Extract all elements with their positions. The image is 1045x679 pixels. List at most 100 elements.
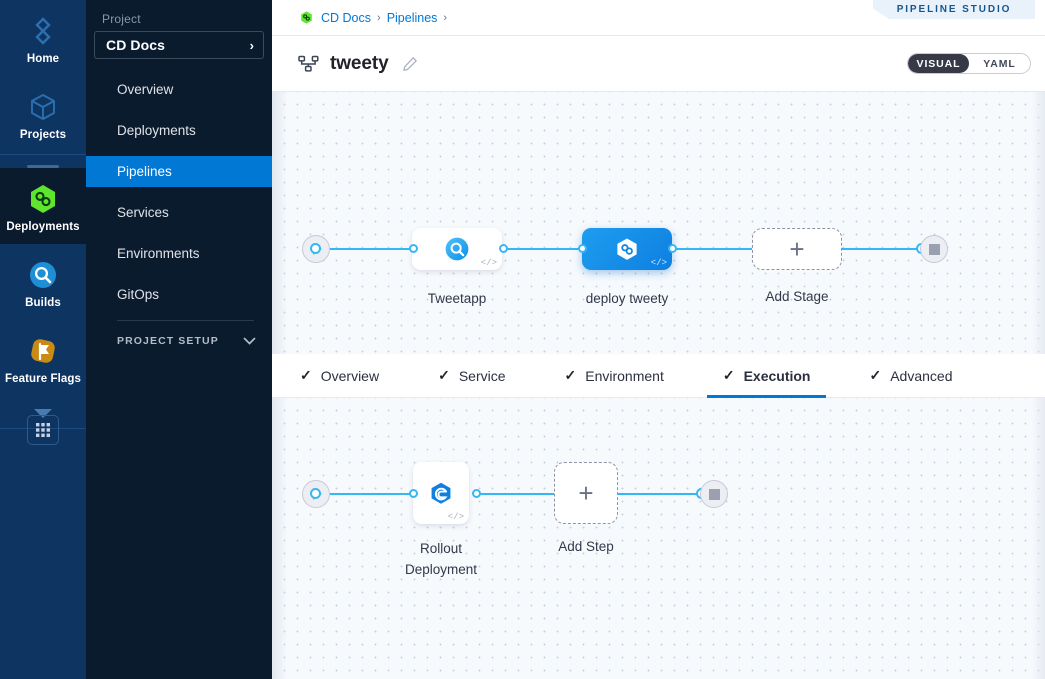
check-icon: ✓ (438, 367, 450, 383)
stage-caption-tweetapp: Tweetapp (427, 291, 487, 306)
tab-execution[interactable]: ✓ Execution (706, 354, 827, 398)
code-marker: </> (447, 512, 464, 522)
edge-addstep-to-end (618, 493, 704, 495)
grid-apps-button[interactable] (27, 415, 59, 445)
sidebar-item-label: Deployments (117, 123, 196, 138)
project-sidebar: Project CD Docs › Overview Deployments P… (86, 0, 272, 679)
code-marker: </> (650, 258, 667, 268)
tab-advanced[interactable]: ✓ Advanced (869, 354, 952, 398)
breadcrumb-separator: › (443, 11, 448, 24)
project-name: CD Docs (106, 37, 166, 53)
sidebar-item-label: Pipelines (117, 164, 172, 179)
sidebar-item-label: GitOps (117, 287, 160, 302)
project-selector[interactable]: CD Docs › (94, 31, 264, 59)
deployments-hex-icon (0, 182, 86, 216)
check-icon: ✓ (300, 367, 312, 383)
plus-icon: + (578, 478, 594, 508)
sidebar-project-setup[interactable]: PROJECT SETUP (86, 335, 272, 347)
check-icon: ✓ (564, 367, 577, 383)
sidebar-item-label: Services (117, 205, 169, 220)
stage-caption-deploy-tweety: deploy tweety (585, 291, 669, 306)
code-marker: </> (480, 258, 497, 268)
chevron-down-icon (34, 409, 52, 418)
add-step-button[interactable]: + (554, 462, 618, 524)
tab-service[interactable]: ✓ Service (438, 354, 505, 398)
flag-icon (0, 334, 86, 368)
nav-more-button[interactable] (30, 396, 56, 426)
stage-node-layer: </> Tweetapp </> deploy t (272, 92, 1045, 354)
nav-item-builds[interactable]: Builds (0, 244, 86, 320)
port-deploy-in (578, 244, 587, 253)
nav-item-deployments[interactable]: Deployments (0, 168, 86, 244)
nav-rail-divider (0, 154, 86, 168)
tab-label: Environment (585, 367, 664, 384)
sidebar-item-label: Environments (117, 246, 200, 261)
sidebar-item-environments[interactable]: Environments (86, 238, 272, 269)
nav-label: Builds (25, 297, 61, 309)
tab-label: Advanced (890, 367, 953, 384)
nav-item-home[interactable]: Home (0, 0, 86, 76)
view-mode-toggle[interactable]: VISUAL YAML (907, 53, 1031, 74)
tab-label: Execution (743, 367, 811, 384)
builds-circle-icon (0, 258, 86, 292)
stage-node-deploy-tweety[interactable]: </> (582, 228, 672, 270)
pipeline-hierarchy-icon (298, 55, 320, 73)
toggle-option-visual[interactable]: VISUAL (908, 54, 969, 73)
port-steps-start-out (310, 488, 321, 499)
stage-config-tabs: ✓ Overview ✓ Service ✓ Environment ✓ Exe… (272, 354, 1045, 398)
sidebar-project-setup-label: PROJECT SETUP (117, 335, 219, 347)
deployment-hex-icon (617, 238, 637, 260)
add-stage-caption: Add Stage (765, 289, 829, 304)
add-step-caption: Add Step (558, 539, 614, 554)
check-icon: ✓ (722, 367, 735, 383)
tab-label: Service (458, 367, 506, 384)
apps-grid-wrap (27, 415, 59, 445)
sidebar-item-deployments[interactable]: Deployments (86, 115, 272, 146)
edge-rollout-to-addstep (476, 493, 556, 495)
edge-tweetapp-to-deploy (504, 248, 586, 250)
step-node-rollout-deployment[interactable]: </> (413, 462, 469, 524)
nav-item-projects[interactable]: Projects (0, 76, 86, 152)
tab-overview[interactable]: ✓ Overview (300, 354, 379, 398)
port-rollout-in (409, 489, 418, 498)
check-icon: ✓ (869, 367, 882, 383)
sidebar-item-services[interactable]: Services (86, 197, 272, 228)
tab-environment[interactable]: ✓ Environment (565, 354, 664, 398)
sidebar-item-gitops[interactable]: GitOps (86, 279, 272, 310)
stage-node-tweetapp[interactable]: </> (412, 228, 502, 270)
sidebar-item-pipelines[interactable]: Pipelines (86, 156, 272, 187)
chevron-right-icon: › (249, 37, 254, 53)
sidebar-nav: Overview Deployments Pipelines Services … (86, 74, 272, 310)
pipeline-end-node[interactable] (920, 235, 948, 263)
toggle-option-yaml[interactable]: YAML (983, 57, 1016, 70)
pipeline-studio-badge: PIPELINE STUDIO (873, 0, 1035, 19)
sidebar-item-overview[interactable]: Overview (86, 74, 272, 105)
stage-canvas[interactable]: </> Tweetapp </> deploy t (272, 92, 1045, 354)
edge-start-to-rollout (314, 493, 418, 495)
port-tweetapp-out (499, 244, 508, 253)
port-rollout-out (472, 489, 481, 498)
tab-label: Overview (320, 367, 380, 384)
nav-label: Feature Flags (4, 373, 82, 385)
nav-item-feature-flags[interactable]: Feature Flags (0, 320, 86, 396)
edge-deploy-to-addstage (672, 248, 756, 250)
port-tweetapp-in (409, 244, 418, 253)
pipeline-title-bar: tweety VISUAL YAML (272, 36, 1045, 92)
add-stage-button[interactable]: + (752, 228, 842, 270)
cube-icon (0, 90, 86, 124)
edge-start-to-tweetapp (314, 248, 418, 250)
nav-label: Home (26, 53, 60, 65)
execution-steps-canvas[interactable]: </> Rollout Deployment + Add Step (272, 398, 1045, 679)
breadcrumb-item-cd-docs[interactable]: CD Docs (321, 10, 372, 25)
stop-icon (928, 243, 940, 255)
sidebar-divider (117, 320, 254, 321)
port-start-out (310, 243, 321, 254)
steps-end-node[interactable] (700, 480, 728, 508)
main-content: PIPELINE STUDIO CD Docs › Pipelines › (272, 0, 1045, 679)
home-diamond-icon (0, 14, 86, 48)
primary-nav-rail: Home Projects (0, 0, 86, 679)
breadcrumb-item-pipelines[interactable]: Pipelines (386, 10, 438, 25)
pencil-icon[interactable] (402, 56, 418, 72)
stop-icon (708, 488, 720, 500)
